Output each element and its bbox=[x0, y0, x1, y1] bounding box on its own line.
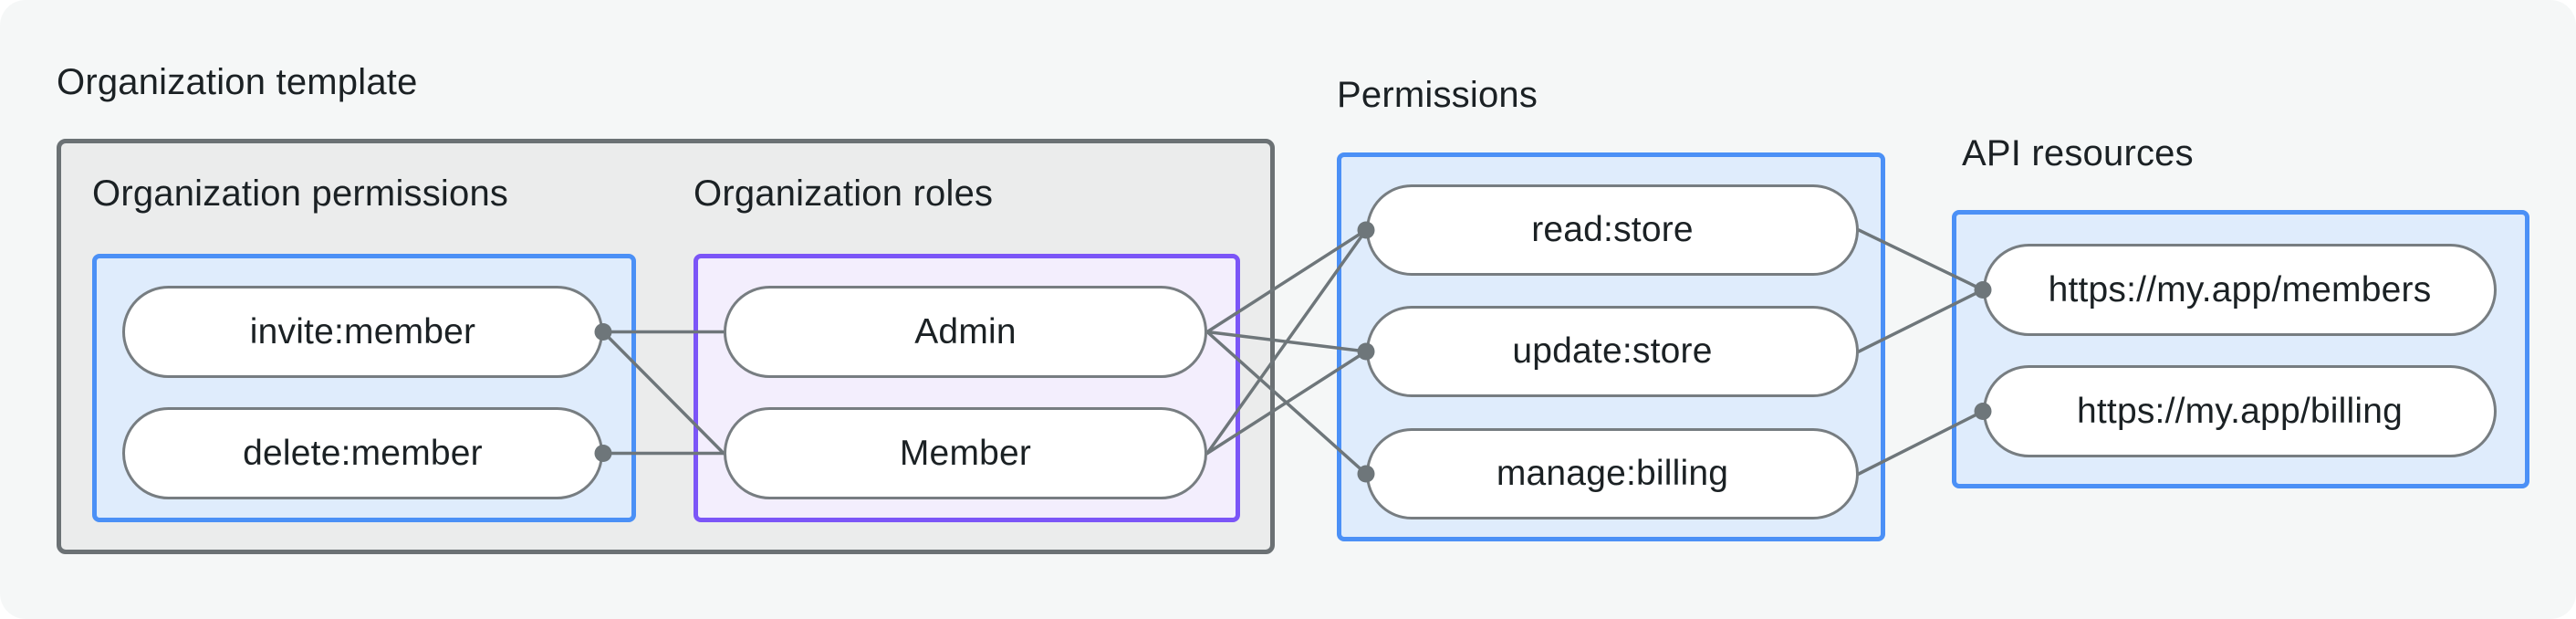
pill-api-members-url: https://my.app/members bbox=[1983, 244, 2497, 336]
pill-delete-member-label: delete:member bbox=[243, 433, 483, 473]
pill-invite-member: invite:member bbox=[122, 286, 603, 378]
pill-admin-role: Admin bbox=[724, 286, 1207, 378]
org-roles-label: Organization roles bbox=[694, 173, 994, 214]
org-template-label: Organization template bbox=[57, 62, 418, 102]
pill-delete-member: delete:member bbox=[122, 407, 603, 499]
org-permissions-label: Organization permissions bbox=[92, 173, 509, 214]
pill-manage-billing: manage:billing bbox=[1366, 428, 1859, 519]
pill-admin-role-label: Admin bbox=[914, 311, 1017, 351]
pill-manage-billing-label: manage:billing bbox=[1496, 454, 1729, 493]
pill-read-store: read:store bbox=[1366, 184, 1859, 276]
pill-read-store-label: read:store bbox=[1531, 210, 1694, 249]
pill-update-store-label: update:store bbox=[1512, 331, 1713, 371]
pill-api-billing-url: https://my.app/billing bbox=[1983, 365, 2497, 457]
pill-update-store: update:store bbox=[1366, 306, 1859, 397]
pill-invite-member-label: invite:member bbox=[249, 311, 476, 351]
pill-api-billing-url-label: https://my.app/billing bbox=[2076, 391, 2404, 431]
pill-member-role: Member bbox=[724, 407, 1207, 499]
pill-api-members-url-label: https://my.app/members bbox=[2048, 269, 2432, 310]
permissions-label: Permissions bbox=[1337, 75, 1538, 115]
api-resources-label: API resources bbox=[1962, 133, 2194, 173]
pill-member-role-label: Member bbox=[899, 433, 1032, 473]
